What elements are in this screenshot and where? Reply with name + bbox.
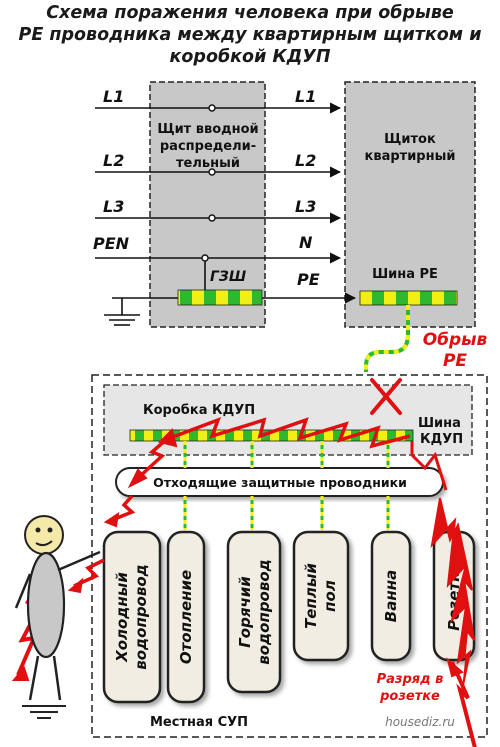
consumer-cold-water-label-2: водопровод — [132, 564, 150, 670]
apartment-panel-label-1: Щиток — [384, 132, 436, 147]
incoming-lines — [95, 107, 150, 259]
apartment-pe-bus — [359, 290, 458, 306]
discharge-label-2: розетке — [379, 689, 440, 704]
break-label-2: РЕ — [443, 351, 467, 371]
through-lines — [104, 102, 357, 326]
kdup-box-label: Коробка КДУП — [143, 403, 255, 418]
main-distribution-panel: Щит вводной распредели- тельный — [149, 81, 266, 328]
right-line-label-n: N — [299, 233, 313, 252]
consumer-bath-label: Ванна — [382, 570, 400, 622]
outgoing-conductors-label: Отходящие защитные проводники — [153, 475, 407, 490]
title-line-1: Схема поражения человека при обрыве — [46, 3, 454, 23]
title-line-2: РЕ проводника между квартирным щитком и — [18, 25, 482, 45]
apartment-panel: Щиток квартирный — [344, 81, 476, 328]
consumer-heating: Отопление — [166, 530, 206, 704]
fault-path-bolts — [11, 417, 477, 747]
kdup-bus-label-2: КДУП — [420, 432, 463, 447]
right-line-label-l1: L1 — [295, 87, 316, 106]
consumer-hot-water-label-1: Горячий — [236, 576, 254, 648]
consumer-cold-water: Холодный водопровод — [102, 530, 162, 704]
left-line-label-l3: L3 — [103, 197, 124, 216]
bus-drops — [183, 441, 390, 530]
left-line-label-pen: PEN — [93, 234, 130, 253]
main-panel-label-3: тельный — [176, 156, 240, 171]
consumer-hot-water-label-2: водопровод — [255, 559, 273, 665]
break-label-1: Обрыв — [423, 330, 488, 350]
left-line-label-l2: L2 — [103, 151, 124, 170]
consumer-heated-floor: Теплый пол — [292, 530, 350, 662]
break-cross-icon — [370, 378, 402, 415]
main-panel-label-1: Щит вводной — [157, 122, 258, 137]
gzsh-label: ГЗШ — [210, 269, 246, 285]
kdup-bus — [129, 429, 414, 442]
apartment-panel-label-2: квартирный — [365, 149, 456, 164]
right-line-label-l3: L3 — [295, 197, 316, 216]
discharge-label-1: Разряд в — [377, 672, 444, 687]
right-line-label-pe: PE — [297, 270, 320, 289]
junction-dots — [201, 104, 216, 262]
left-line-label-l1: L1 — [103, 87, 124, 106]
consumer-heated-floor-label-1: Теплый — [302, 563, 320, 629]
consumer-heated-floor-label-2: пол — [321, 580, 339, 612]
local-sup-label: Местная СУП — [150, 715, 248, 730]
diagram-title: Схема поражения человека при обрыве РЕ п… — [0, 2, 500, 68]
gzsh-bus — [177, 289, 263, 306]
main-panel-label-2: распредели- — [160, 139, 256, 154]
right-line-label-l2: L2 — [295, 151, 316, 170]
title-line-3: коробкой КДУП — [169, 47, 331, 67]
consumer-bath: Ванна — [370, 530, 412, 662]
kdup-bus-label-1: Шина — [418, 416, 461, 431]
consumer-cold-water-label-1: Холодный — [113, 572, 131, 663]
person-figure — [14, 515, 101, 719]
consumer-hot-water: Горячий водопровод — [226, 530, 282, 694]
watermark: housediz.ru — [385, 715, 455, 729]
pe-bus-label: Шина РЕ — [372, 267, 438, 282]
consumer-heating-label: Отопление — [177, 570, 195, 664]
